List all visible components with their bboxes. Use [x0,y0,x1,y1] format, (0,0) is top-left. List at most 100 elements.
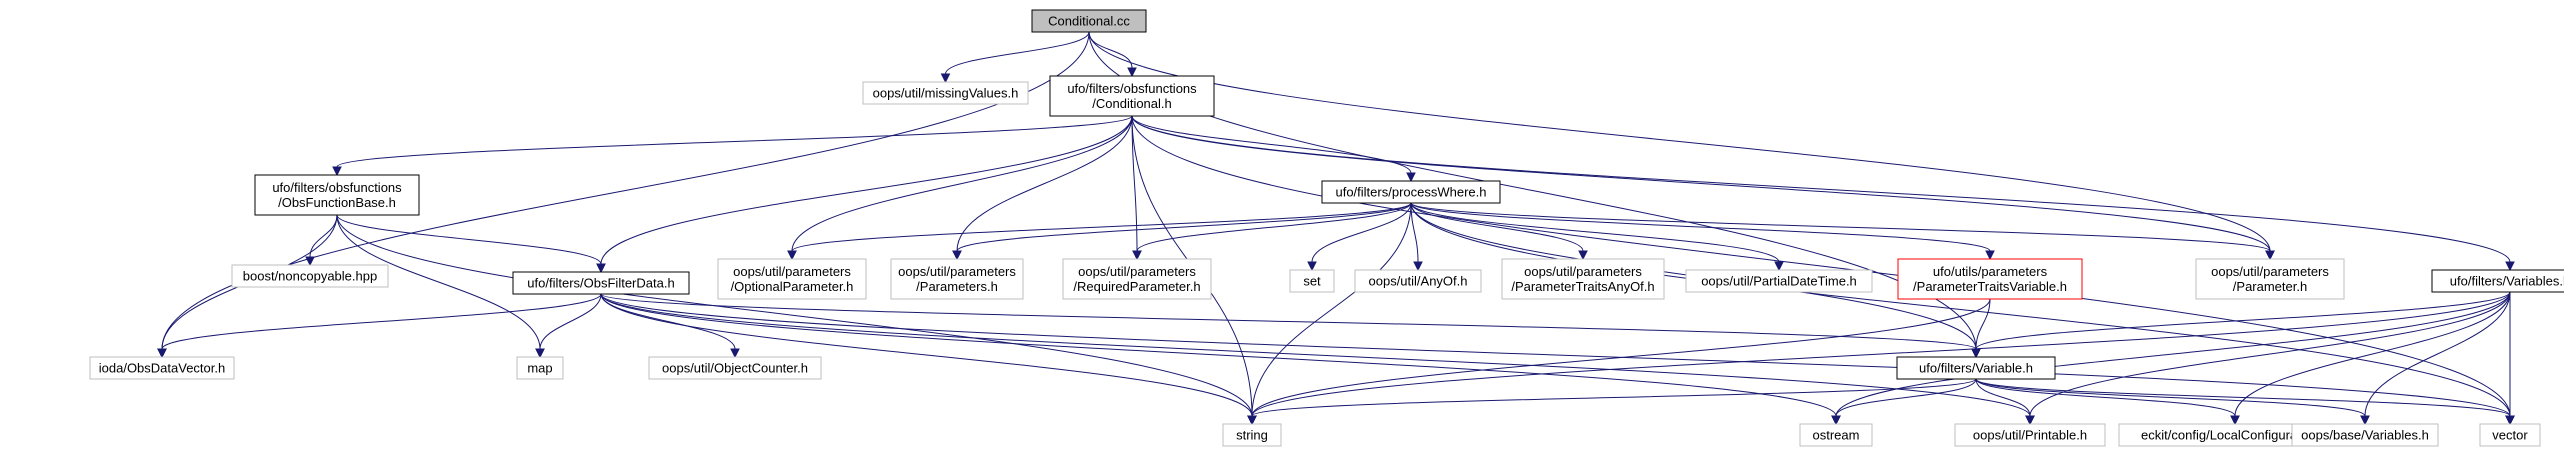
node-label-line: oops/util/parameters [1078,264,1196,279]
node-vector: vector [2479,423,2541,447]
node-label-line: oops/util/missingValues.h [873,86,1019,101]
node-box [2291,423,2439,447]
edge-obs_function_base-to-obs_filter_data [336,214,606,274]
node-ostream: ostream [1799,423,1873,447]
edge-conditional_h-to-variables_h [1131,115,2515,272]
node-label-line: ioda/ObsDataVector.h [99,361,225,376]
edge-variable_h-to-vector [1975,378,2515,426]
edge-process_where-to-set [1307,202,1412,272]
edge-obs_filter_data-to-map [535,293,602,359]
node-label-line: /Parameters.h [916,279,998,294]
edge-conditional_h-to-process_where [1131,115,1416,183]
node-label-line: eckit/config/LocalConfiguration.h [2141,428,2329,443]
edge-process_where-to-parameter_traits_any_of [1410,202,1588,261]
node-process-where[interactable]: ufo/filters/processWhere.h [1321,180,1501,204]
node-parameter-h: oops/util/parameters/Parameter.h [2195,258,2345,300]
edge-variable_h-to-printable [1975,378,2035,426]
node-conditional-h[interactable]: ufo/filters/obsfunctions/Conditional.h [1049,75,1215,117]
node-box [648,356,822,380]
node-box [254,174,420,216]
node-label-line: /OptionalParameter.h [731,279,854,294]
node-parameter-traits-any-of: oops/util/parameters/ParameterTraitsAnyO… [1501,258,1665,300]
graph-edges [157,31,2515,426]
edge-variables_h-to-string [1247,291,2511,426]
node-set: set [1289,269,1335,293]
edge-variable_h-to-string [1247,378,1977,426]
node-label-line: /ParameterTraitsVariable.h [1913,279,2067,294]
node-box [1897,258,2083,300]
node-string: string [1222,423,1282,447]
node-label-line: /ObsFunctionBase.h [278,195,396,210]
edge-variables_h-to-printable [2025,291,2511,426]
node-box [1501,258,1665,300]
edge-process_where-to-parameters_h [952,202,1412,261]
node-noncopyable: boost/noncopyable.hpp [231,264,389,288]
node-label-line: ufo/filters/obsfunctions [1067,81,1197,96]
node-partial-date-time: oops/util/PartialDateTime.h [1685,269,1873,293]
node-label-line: ostream [1813,428,1860,443]
edge-conditional_cc-to-variable_h [1088,31,1981,359]
edge-process_where-to-parameter_h [1410,202,2275,261]
node-label-line: ufo/filters/Variable.h [1919,361,2033,376]
edge-conditional_h-to-obs_function_base [332,115,1133,177]
node-label-line: oops/util/parameters [898,264,1016,279]
node-map: map [516,356,564,380]
node-box [512,271,690,295]
node-variables-h[interactable]: ufo/filters/Variables.h [2431,269,2564,293]
node-label-line: oops/util/Printable.h [1973,428,2087,443]
node-label-line: ufo/utils/parameters [1933,264,2048,279]
edge-obs_function_base-to-string [336,214,1257,426]
node-box [1896,356,2056,380]
node-label-line: oops/base/Variables.h [2301,428,2429,443]
node-variable-h[interactable]: ufo/filters/Variable.h [1896,356,2056,380]
node-label-line: /ParameterTraitsAnyOf.h [1511,279,1654,294]
edge-obs_filter_data-to-variable_h [600,293,1981,359]
node-missing-values: oops/util/missingValues.h [862,81,1029,105]
node-label-line: oops/util/AnyOf.h [1369,274,1468,289]
node-box [1062,258,1212,300]
node-optional-parameter: oops/util/parameters/OptionalParameter.h [717,258,867,300]
node-label-line: oops/util/PartialDateTime.h [1701,274,1857,289]
node-parameter-traits-variable[interactable]: ufo/utils/parameters/ParameterTraitsVari… [1897,258,2083,300]
edge-variable_h-to-ostream [1831,378,1977,426]
node-box [717,258,867,300]
edge-process_where-to-partial_date_time [1410,202,1784,272]
edge-conditional_h-to-parameter_h [1131,115,2275,261]
node-box [862,81,1029,105]
node-box [1321,180,1501,204]
edge-conditional_cc-to-missing_values [940,31,1090,84]
node-box [231,264,389,288]
node-box [1685,269,1873,293]
edge-obs_filter_data-to-ioda_obs_data_vector [157,293,602,359]
edge-variables_h-to-local_configuration [2230,291,2511,426]
node-label-line: /Conditional.h [1092,96,1172,111]
node-box [1222,423,1282,447]
node-label-line: ufo/filters/Variables.h [2450,274,2564,289]
edge-variable_h-to-local_configuration [1975,378,2240,426]
edge-process_where-to-optional_parameter [787,202,1412,261]
node-label-line: vector [2492,428,2528,443]
node-required-parameter: oops/util/parameters/RequiredParameter.h [1062,258,1212,300]
node-label-line: /RequiredParameter.h [1073,279,1200,294]
node-obs-filter-data[interactable]: ufo/filters/ObsFilterData.h [512,271,690,295]
node-object-counter: oops/util/ObjectCounter.h [648,356,822,380]
node-label-line: oops/util/parameters [2211,264,2329,279]
node-label-line: ufo/filters/obsfunctions [272,180,402,195]
node-conditional-cc[interactable]: Conditional.cc [1031,9,1147,33]
graph-nodes: Conditional.cc oops/util/missingValues.h u… [89,9,2564,447]
node-box [2479,423,2541,447]
node-obs-function-base[interactable]: ufo/filters/obsfunctions/ObsFunctionBase… [254,174,420,216]
node-box [2195,258,2345,300]
node-box [516,356,564,380]
node-box [1289,269,1335,293]
node-label-line: boost/noncopyable.hpp [243,269,377,284]
edge-variables_h-to-vector [2505,291,2515,426]
edge-conditional_h-to-parameters_h [952,115,1133,261]
node-box [89,356,235,380]
node-label-line: string [1236,428,1268,443]
edge-conditional_h-to-obs_filter_data [596,115,1133,274]
node-box [1799,423,1873,447]
edge-obs_filter_data-to-vector [600,293,2515,426]
node-oops-base-variables: oops/base/Variables.h [2291,423,2439,447]
